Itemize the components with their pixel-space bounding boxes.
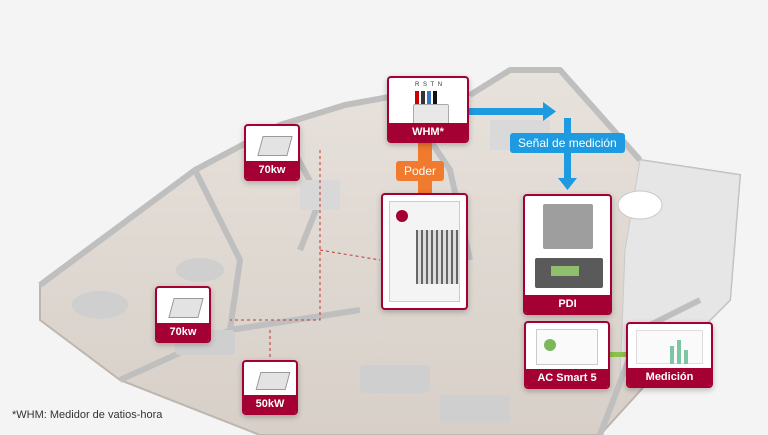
whm-card: R S T N WHM* [387, 76, 469, 143]
ac-smart-card: AC Smart 5 [524, 321, 610, 389]
whm-label: WHM* [389, 123, 467, 141]
lg-logo-icon [396, 210, 408, 222]
pdi-device-image [527, 198, 608, 295]
outdoor-unit-card [381, 193, 468, 310]
cassette-unit-image [246, 364, 294, 395]
medicion-card: Medición [626, 322, 713, 388]
ac-smart-label: AC Smart 5 [526, 369, 608, 387]
pdi-label: PDI [525, 295, 610, 313]
whm-meter-image: R S T N [391, 80, 465, 126]
ac-smart-screen-image [528, 325, 606, 369]
pdi-card: PDI [523, 194, 612, 315]
whm-terminals: R S T N [415, 82, 444, 88]
indoor-unit-label-2: 70kw [157, 323, 209, 341]
medicion-label: Medición [628, 368, 711, 386]
medicion-chart-image [630, 326, 709, 368]
footnote: *WHM: Medidor de vatios-hora [12, 409, 163, 421]
cassette-unit-image [248, 128, 296, 161]
indoor-unit-card-2: 70kw [155, 286, 211, 343]
indoor-unit-card-3: 50kW [242, 360, 298, 415]
power-label: Poder [396, 161, 445, 181]
signal-label: Señal de medición [510, 133, 625, 153]
outdoor-unit-image [389, 201, 460, 302]
cassette-unit-image [159, 290, 207, 323]
indoor-unit-card-1: 70kw [244, 124, 300, 181]
indoor-unit-label-3: 50kW [244, 395, 296, 413]
indoor-unit-label-1: 70kw [246, 161, 298, 179]
